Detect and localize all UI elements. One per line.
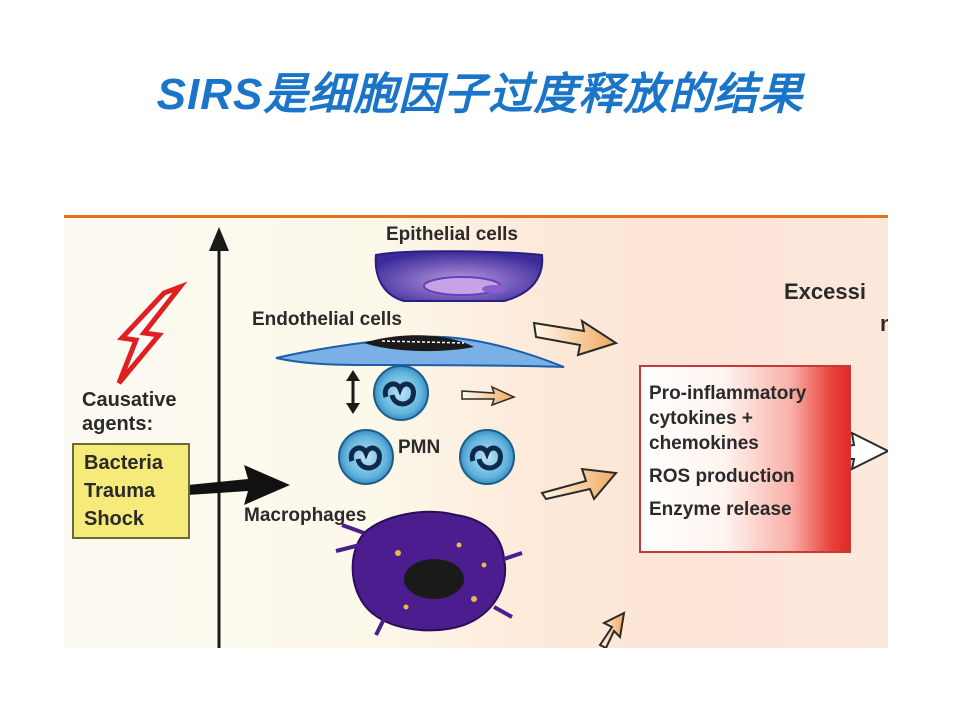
effect-line: ROS production [649, 466, 795, 487]
pmn-label: PMN [398, 437, 441, 458]
agent-item: Shock [84, 508, 145, 530]
inflammatory-effects-box: Pro-inflammatory cytokines + chemokines … [639, 365, 851, 553]
macrophage-cell [335, 510, 523, 636]
effect-line: Enzyme release [649, 499, 792, 520]
endothelial-cells-label: Endothelial cells [252, 309, 402, 330]
agents-label: agents: [82, 413, 154, 435]
top-rule [64, 215, 888, 218]
axis-arrowhead [209, 227, 229, 251]
lightning-bolt-icon [116, 281, 188, 385]
hollow-arrow-icon [461, 385, 516, 407]
page-title: SIRS是细胞因子过度释放的结果 [156, 70, 804, 119]
excessive-label: Excessi [784, 279, 866, 304]
diagram-graphics [64, 215, 888, 648]
effect-line: cytokines + [649, 408, 754, 429]
sirs-diagram: Epithelial cells Endothelial cells PMN M… [64, 215, 888, 648]
effect-line: Pro-inflammatory [649, 383, 807, 404]
agent-item: Bacteria [84, 452, 163, 474]
epithelial-cells-label: Epithelial cells [386, 224, 518, 245]
hollow-arrow-icon [532, 318, 619, 357]
pmn-cell [338, 429, 394, 485]
macrophages-label: Macrophages [244, 505, 367, 526]
hollow-arrow-icon [540, 467, 618, 501]
causative-agents-box: Bacteria Trauma Shock [72, 443, 190, 539]
agent-item: Trauma [84, 480, 156, 502]
pmn-cell [459, 429, 515, 485]
effect-line: chemokines [649, 433, 759, 454]
hollow-arrow-icon [598, 611, 626, 648]
excessive-label-continuation: n [880, 311, 888, 336]
causative-label: Causative [82, 389, 177, 411]
causative-arrow [188, 465, 290, 505]
double-arrow-icon [346, 370, 360, 414]
pmn-cell [373, 365, 429, 421]
